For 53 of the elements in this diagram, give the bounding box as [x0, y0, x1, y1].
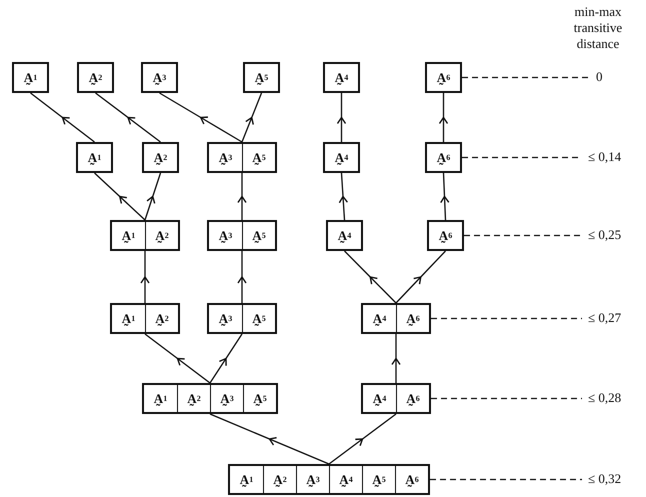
cluster-box: [110, 303, 180, 334]
arrow: [391, 334, 401, 383]
cluster-box: [76, 142, 113, 173]
arrow: [338, 172, 348, 220]
arrow: [328, 413, 396, 465]
dashed-line: [462, 76, 590, 78]
arrow: [440, 172, 450, 220]
arrow: [237, 251, 247, 303]
distance-value: ≤ 0,25: [582, 227, 622, 243]
cluster-box: [425, 142, 462, 173]
arrow: [30, 92, 95, 143]
cluster-box: [361, 303, 431, 334]
arrow: [95, 92, 161, 143]
dashed-line: [431, 318, 582, 320]
cluster-box: [425, 62, 462, 93]
arrow: [241, 92, 262, 142]
arrow: [344, 250, 396, 304]
arrow: [144, 172, 162, 220]
arrow: [140, 251, 150, 303]
cluster-box: [361, 383, 431, 414]
distance-value: 0: [590, 69, 602, 85]
distance-value: ≤ 0,32: [582, 471, 622, 487]
arrow: [159, 92, 242, 143]
cluster-box: [323, 62, 360, 93]
cluster-box: [243, 62, 280, 93]
cluster-box: [427, 220, 464, 251]
arrow: [237, 173, 247, 220]
cluster-box: [207, 303, 277, 334]
distance-value: ≤ 0,28: [582, 390, 622, 406]
cluster-box: [207, 220, 277, 251]
arrow: [336, 93, 346, 142]
cluster-box: [110, 220, 180, 251]
distance-value: ≤ 0,14: [582, 149, 622, 165]
arrow: [396, 250, 446, 304]
axis-heading: min-max transitive distance: [574, 4, 622, 51]
distance-value: ≤ 0,27: [582, 310, 622, 326]
cluster-box: [207, 142, 277, 173]
dashed-line: [431, 398, 582, 400]
cluster-box: [323, 142, 360, 173]
arrow: [210, 413, 330, 465]
cluster-box: [141, 62, 178, 93]
arrow: [209, 334, 243, 384]
arrow: [438, 93, 448, 142]
cluster-box: [326, 220, 363, 251]
dashed-line: [464, 234, 582, 236]
cluster-box: [77, 62, 114, 93]
cluster-box: [228, 464, 430, 495]
cluster-box: [142, 142, 179, 173]
arrow: [94, 172, 146, 220]
cluster-box: [12, 62, 49, 93]
cluster-box: [142, 383, 278, 414]
arrow: [144, 333, 210, 384]
dashed-line: [430, 478, 582, 480]
